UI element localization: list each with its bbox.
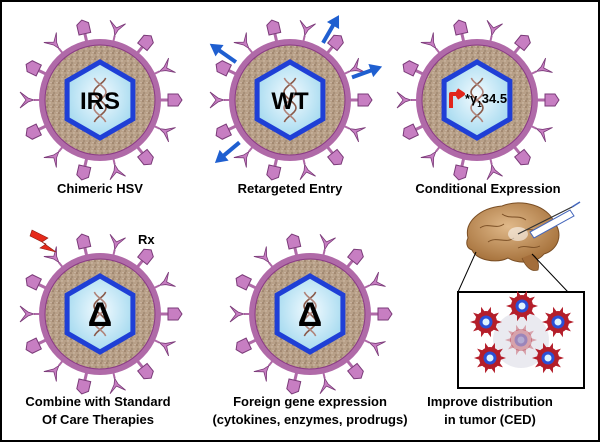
arrow-icon (321, 15, 340, 44)
capsid-label: Δ (88, 296, 112, 334)
rx-label: Rx (138, 232, 155, 247)
mini-virion-icon (542, 306, 574, 338)
capsid-label: Δ (298, 296, 322, 334)
dna-helix-icon (303, 291, 317, 337)
caption-combine-line1: Combine with Standard (25, 394, 170, 409)
caption-ced-line2: in tumor (CED) (444, 412, 536, 427)
zoom-line-left (457, 251, 477, 293)
mini-virion-icon (470, 306, 502, 338)
dna-helix-icon (93, 291, 107, 337)
dna-helix-icon (470, 77, 484, 123)
capsid-label: WT (271, 88, 309, 115)
capsid-label: IRS (80, 88, 120, 115)
brain-illustration (466, 202, 560, 271)
dna-helix-icon (93, 77, 107, 123)
mini-virion-icon (505, 324, 537, 356)
arrow-icon (214, 140, 241, 163)
tumor-distribution (470, 290, 574, 374)
virion-chimeric-hsv: IRS (19, 19, 183, 181)
caption-retargeted-entry: Retargeted Entry (238, 181, 344, 196)
zoom-line-right (531, 253, 569, 293)
caption-foreign-gene-line2: (cytokines, enzymes, prodrugs) (212, 412, 407, 427)
mini-virion-icon (474, 342, 506, 374)
caption-combine-line2: Of Care Therapies (42, 412, 154, 427)
mini-virion-icon (506, 290, 538, 322)
retargeting-arrows (209, 15, 383, 163)
virion-combine-soc: Δ (19, 233, 183, 395)
caption-foreign-gene-line1: Foreign gene expression (233, 394, 387, 409)
virion-foreign-gene: Δ (229, 233, 393, 395)
arrow-icon (209, 43, 238, 64)
caption-conditional-expression: Conditional Expression (415, 181, 560, 196)
infusion-catheter-icon (517, 201, 581, 239)
lightning-icon (29, 229, 57, 253)
arrow-icon (351, 64, 383, 80)
caption-ced-line1: Improve distribution (427, 394, 553, 409)
gene-label: *γ134.5 (465, 91, 507, 109)
virion-retargeted-entry: WT (209, 19, 373, 181)
mini-virion-icon (532, 342, 564, 374)
caption-chimeric-hsv: Chimeric HSV (57, 181, 143, 196)
dna-helix-icon (283, 77, 297, 123)
virion-conditional-expression: *γ134.5 (396, 19, 560, 181)
